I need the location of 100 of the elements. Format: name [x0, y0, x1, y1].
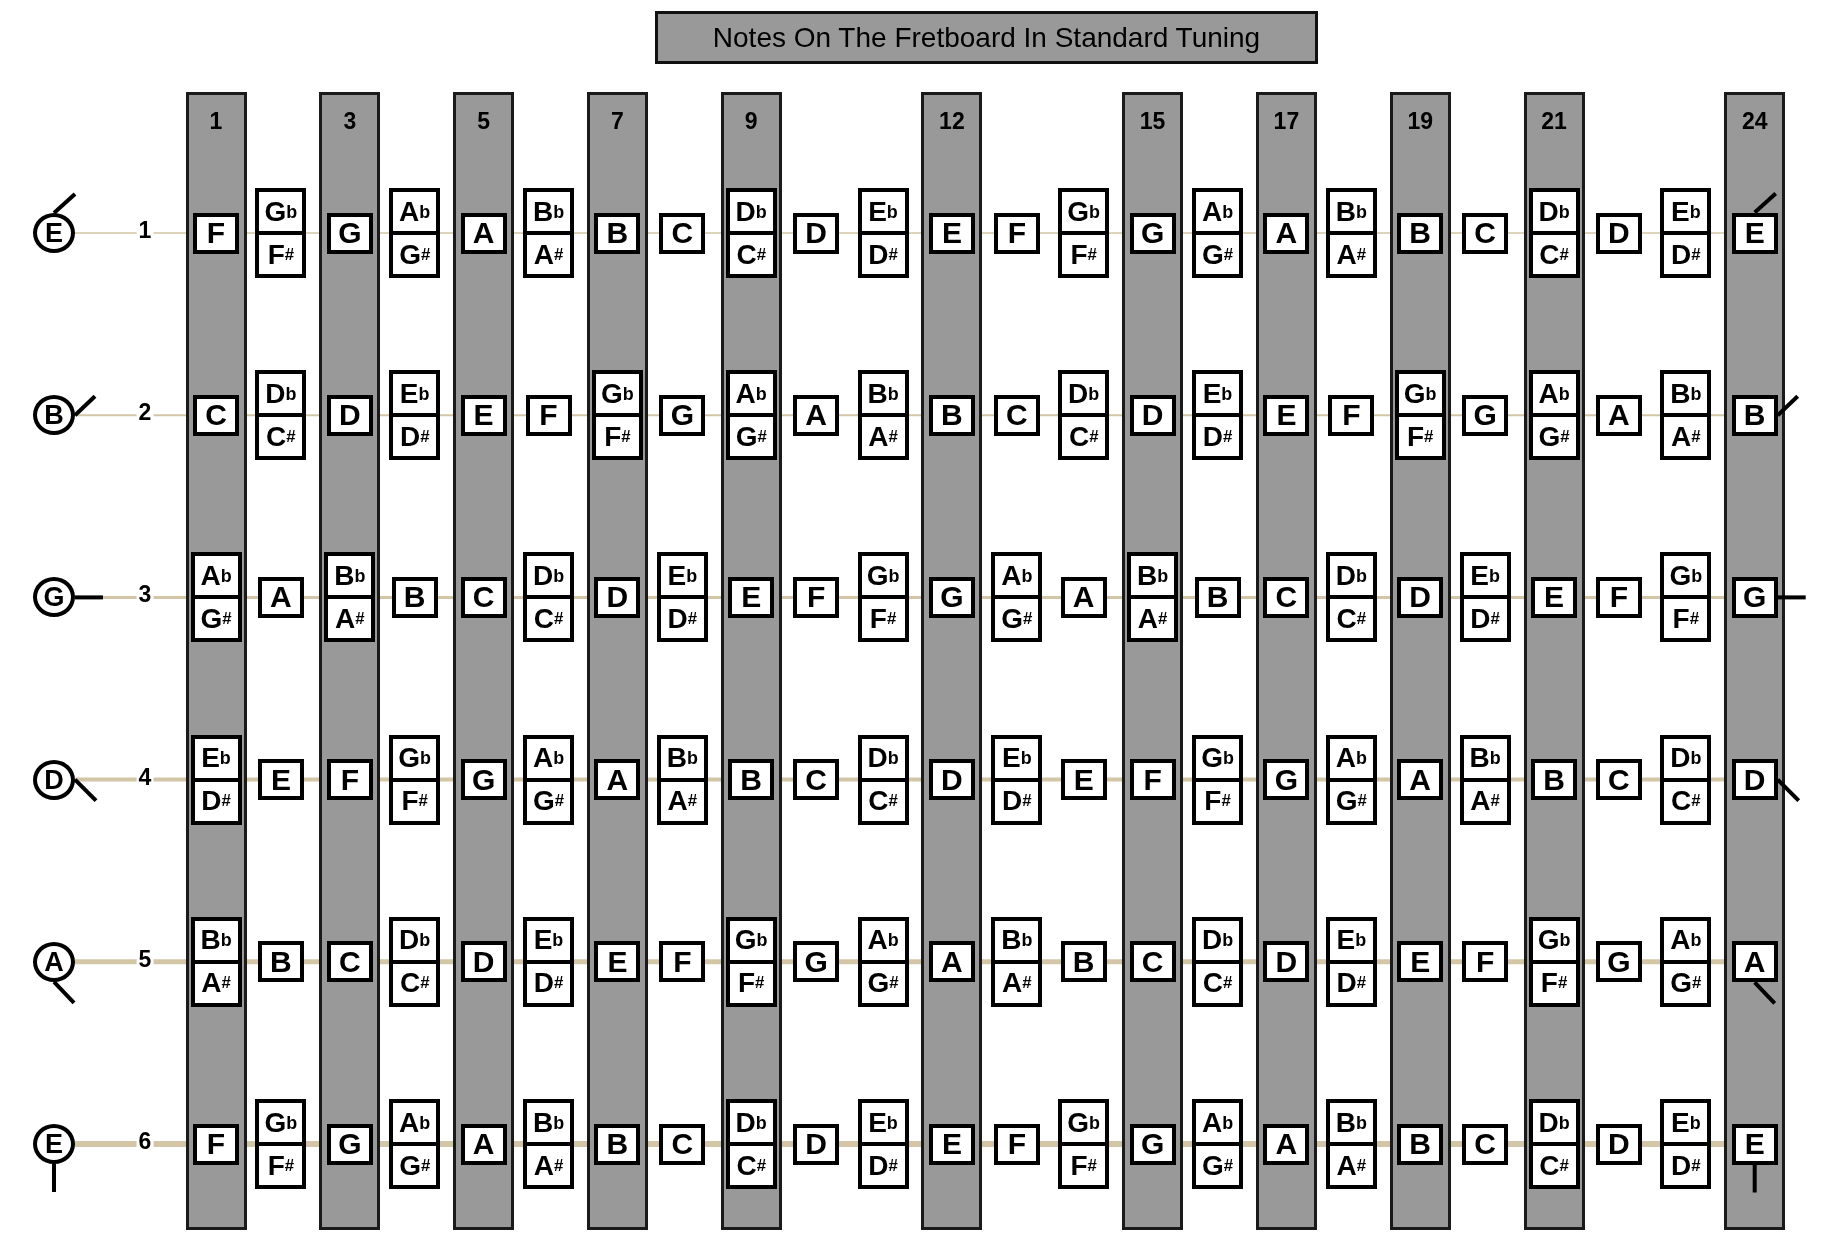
fret-bar: [921, 92, 983, 1230]
note-box: G: [659, 394, 706, 436]
sharp-note: G$^{#}$: [531, 784, 566, 819]
note-box: F: [525, 394, 572, 436]
fret-bar: [586, 92, 648, 1230]
enharmonic-note-box: [1325, 734, 1377, 825]
enharmonic-note-box: [324, 552, 376, 643]
enharmonic-note-box: [725, 188, 777, 278]
enharmonic-note-box: [857, 188, 909, 278]
note-box: E: [1731, 1123, 1778, 1165]
enharmonic-note-box: [389, 916, 441, 1007]
open-string-circle: G: [33, 577, 75, 618]
enharmonic-note-box: [1528, 188, 1580, 278]
note-box: D: [326, 394, 373, 436]
note-box: C: [659, 212, 706, 254]
note-box: B: [1194, 576, 1241, 618]
note-box: G: [793, 941, 840, 983]
sharp-note: F$^{#}$: [603, 419, 632, 454]
enharmonic-note-box: [1660, 552, 1712, 643]
sharp-note: C$^{#}$: [1670, 784, 1702, 819]
note-box: A: [1060, 576, 1107, 618]
note-box: F: [1595, 576, 1642, 618]
sharp-note: A$^{#}$: [666, 784, 699, 819]
sharp-note: A$^{#}$: [1136, 601, 1169, 636]
enharmonic-note-box: [523, 1099, 574, 1189]
enharmonic-note-box: [255, 370, 307, 461]
sharp-note: D$^{#}$: [532, 966, 565, 1001]
open-string-circle: A: [33, 941, 75, 982]
note-box: C: [460, 576, 507, 618]
note-box: A: [928, 941, 975, 983]
note-box: D: [1129, 394, 1176, 436]
note-box: A: [1263, 1123, 1310, 1165]
note-box: D: [460, 941, 507, 983]
enharmonic-note-box: [857, 916, 909, 1007]
title: Notes On The Fretboard In Standard Tuning: [655, 11, 1318, 64]
sharp-note: D$^{#}$: [1670, 237, 1702, 272]
note-box: D: [1595, 1123, 1642, 1165]
note-box: B: [594, 212, 641, 254]
enharmonic-note-box: [190, 916, 242, 1007]
note-box: F: [193, 212, 239, 254]
enharmonic-note-box: [1192, 370, 1243, 461]
sharp-note: G$^{#}$: [398, 237, 432, 272]
note-box: C: [793, 759, 840, 801]
enharmonic-note-box: [389, 188, 441, 278]
enharmonic-note-box: [725, 1099, 777, 1189]
sharp-note: G$^{#}$: [1200, 237, 1235, 272]
note-box: F: [793, 576, 840, 618]
note-box: G: [1595, 941, 1642, 983]
enharmonic-note-box: [991, 916, 1043, 1007]
sharp-note: F$^{#}$: [266, 1148, 296, 1183]
sharp-note: D$^{#}$: [200, 784, 232, 819]
note-box: C: [1595, 759, 1642, 801]
sharp-note: A$^{#}$: [867, 419, 899, 454]
sharp-note: C$^{#}$: [735, 237, 767, 272]
fret-number: 15: [1138, 108, 1167, 134]
sharp-note: F$^{#}$: [1203, 784, 1232, 819]
sharp-note: D$^{#}$: [666, 601, 699, 636]
open-string-circle: E: [33, 213, 75, 253]
fret-number: 1: [208, 108, 224, 134]
enharmonic-note-box: [1325, 188, 1377, 278]
sharp-note: D$^{#}$: [1670, 1148, 1702, 1183]
enharmonic-note-box: [1528, 370, 1580, 461]
sharp-note: C$^{#}$: [735, 1148, 767, 1183]
sharp-note: C$^{#}$: [265, 419, 297, 454]
note-box: B: [257, 941, 304, 983]
sharp-note: C$^{#}$: [1335, 601, 1368, 636]
note-box: D: [1595, 212, 1642, 254]
note-box: E: [928, 212, 975, 254]
sharp-note: C$^{#}$: [867, 784, 899, 819]
enharmonic-note-box: [190, 734, 242, 825]
note-box: C: [1462, 1123, 1509, 1165]
fret-number: 5: [476, 108, 491, 134]
note-box: D: [928, 759, 975, 801]
note-box: F: [993, 1123, 1040, 1165]
enharmonic-note-box: [523, 734, 574, 825]
note-box: F: [326, 759, 373, 801]
note-box: E: [594, 941, 641, 983]
note-box: G: [1129, 212, 1176, 254]
note-box: F: [1328, 394, 1375, 436]
note-box: E: [1397, 941, 1444, 983]
sharp-note: F$^{#}$: [1069, 237, 1098, 272]
sharp-note: G$^{#}$: [866, 966, 900, 1001]
note-box: C: [993, 394, 1040, 436]
sharp-note: G$^{#}$: [734, 419, 768, 454]
sharp-note: F$^{#}$: [1671, 601, 1700, 636]
enharmonic-note-box: [656, 552, 708, 643]
sharp-note: F$^{#}$: [400, 784, 429, 819]
enharmonic-note-box: [656, 734, 708, 825]
note-box: B: [594, 1123, 641, 1165]
enharmonic-note-box: [389, 1099, 441, 1189]
note-box: G: [326, 1123, 373, 1165]
enharmonic-note-box: [1192, 734, 1243, 825]
sharp-note: G$^{#}$: [1669, 966, 1703, 1001]
sharp-note: G$^{#}$: [1000, 601, 1034, 636]
note-box: A: [793, 394, 840, 436]
enharmonic-note-box: [523, 916, 574, 1007]
note-box: A: [460, 212, 507, 254]
note-box: B: [1060, 941, 1107, 983]
note-box: E: [257, 759, 304, 801]
enharmonic-note-box: [1058, 370, 1110, 461]
